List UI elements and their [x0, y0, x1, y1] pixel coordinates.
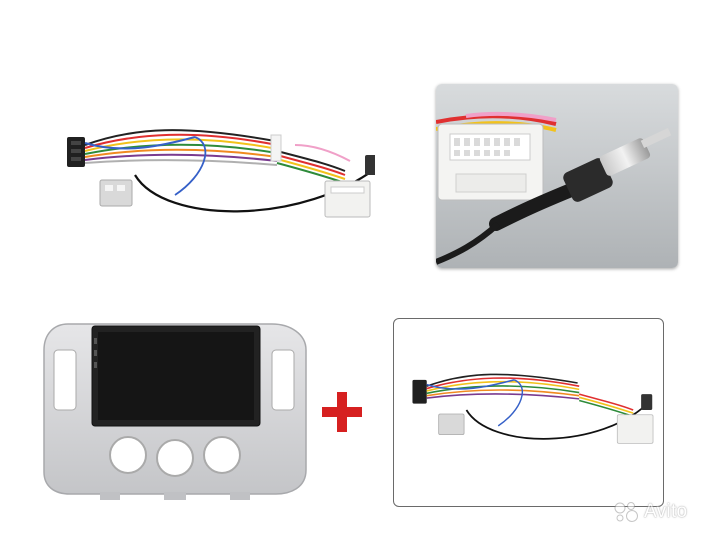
plus-sign-icon	[320, 390, 364, 434]
wiring-harness-photo	[45, 115, 375, 235]
avito-dots-icon	[612, 501, 640, 523]
wiring-harness-inset-photo	[395, 360, 657, 460]
dash-frame-with-head-unit	[40, 320, 310, 505]
connector-closeup-photo	[436, 84, 678, 268]
avito-watermark-text: Avito	[644, 501, 688, 522]
avito-watermark: Avito	[612, 498, 716, 526]
